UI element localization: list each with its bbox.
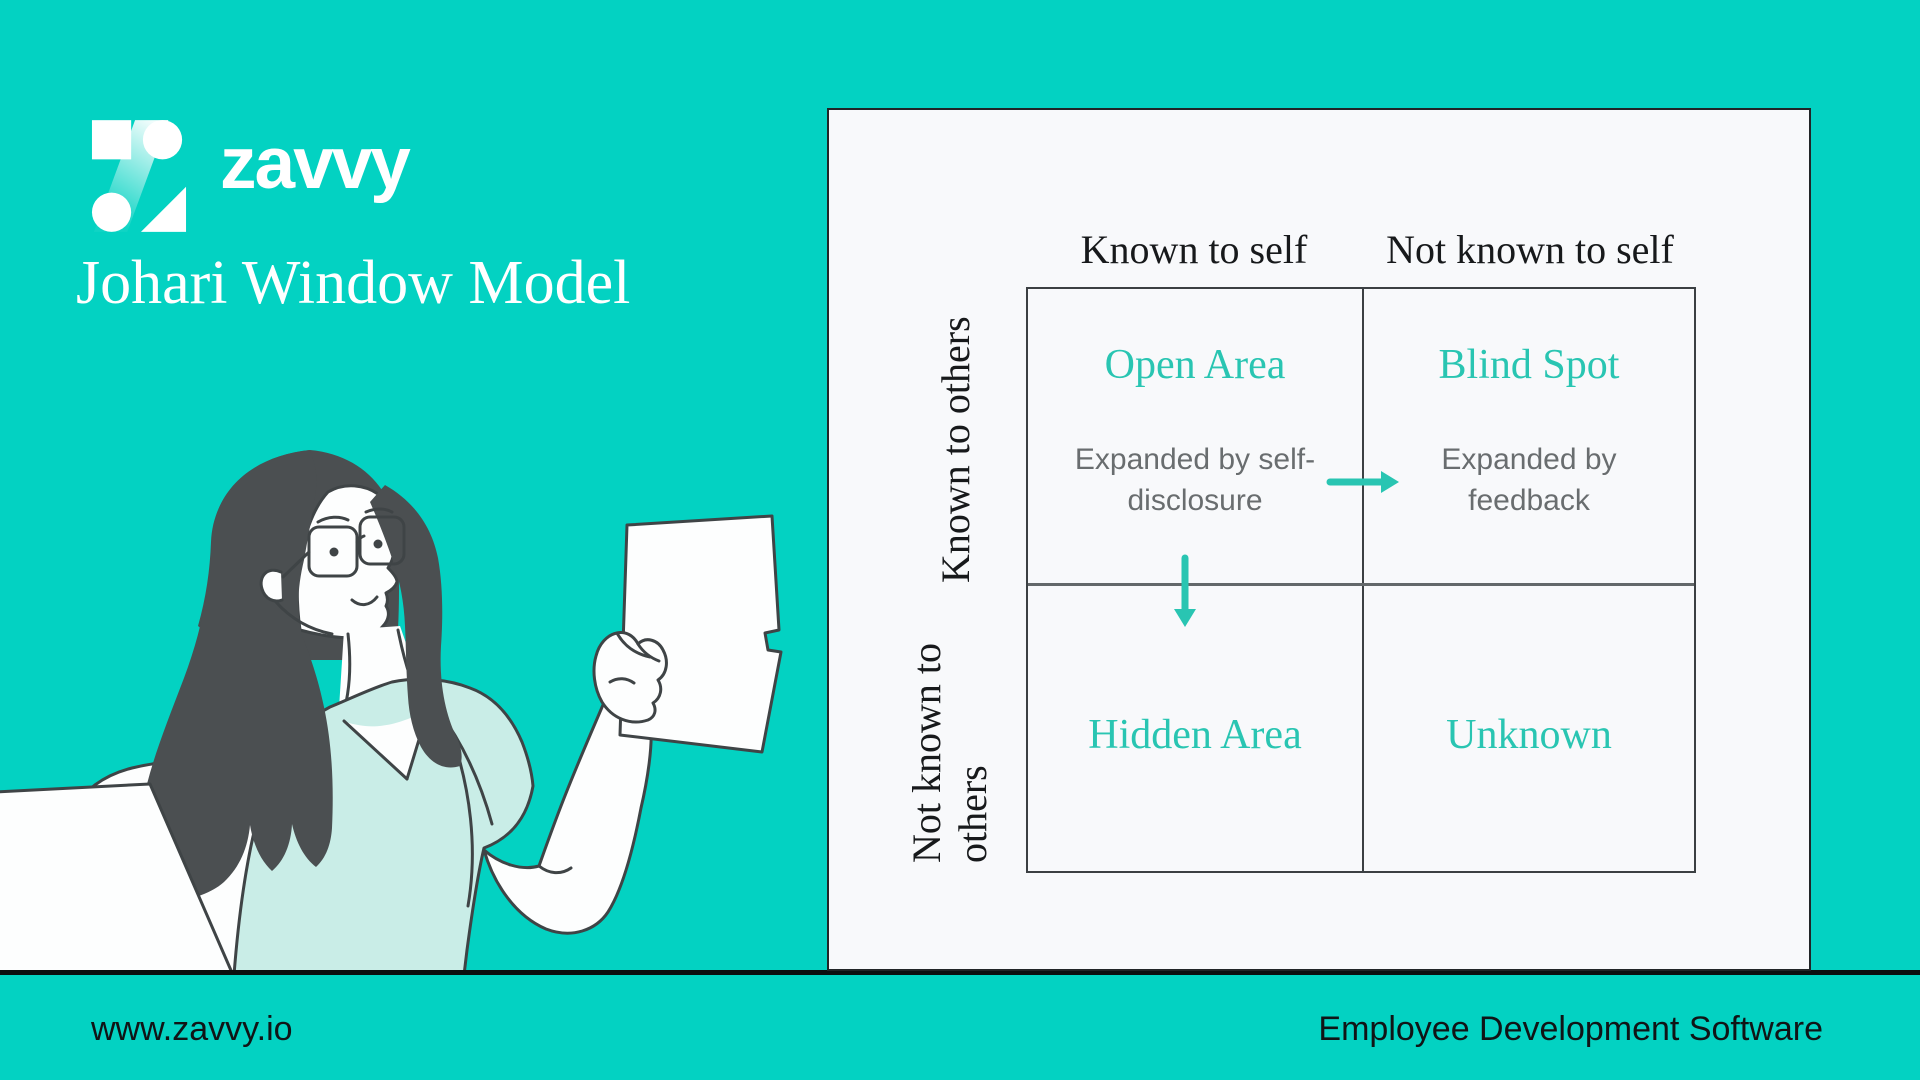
arm xyxy=(482,696,653,935)
finger-line-1 xyxy=(615,631,652,659)
johari-matrix-panel: Known to self Not known to self Known to… xyxy=(827,108,1811,971)
logo-wordmark: zavvy xyxy=(220,123,411,204)
quadrant-note-blind-spot: Expanded by feedback xyxy=(1441,443,1617,518)
ear xyxy=(259,568,284,603)
quadrant-title-hidden-area: Hidden Area xyxy=(1088,712,1302,758)
row-header-known-to-others: Known to others xyxy=(933,316,978,583)
quadrant-title-blind-spot: Blind Spot xyxy=(1438,342,1620,388)
grid-vertical-divider xyxy=(1362,289,1364,871)
down-arrow-icon xyxy=(1174,554,1196,627)
woman-illustration xyxy=(0,450,783,975)
jaw-line xyxy=(274,600,334,636)
desk-line xyxy=(0,970,1920,975)
thumb-line xyxy=(608,677,636,685)
collar-left-line xyxy=(342,719,409,781)
page-title: Johari Window Model xyxy=(76,249,631,317)
smile xyxy=(350,595,379,606)
column-header-not-known-to-self: Not known to self xyxy=(1386,227,1674,272)
left-eyebrow xyxy=(316,515,350,524)
right-eyebrow xyxy=(364,507,394,514)
elbow-crease-line xyxy=(537,864,573,875)
logo-square xyxy=(91,120,132,160)
laptop xyxy=(0,782,235,975)
right-arrow-icon xyxy=(1326,471,1399,493)
logo-circle-top xyxy=(142,120,183,160)
left-eye xyxy=(329,547,339,557)
logo-circle-bottom xyxy=(91,192,132,232)
quadrant-note-open-area: Expanded by self-disclosure xyxy=(1074,443,1316,518)
glasses-temple-arm xyxy=(281,550,311,579)
row-header-not-known-to-others: Not known to others xyxy=(904,643,995,863)
logo-triangle xyxy=(140,186,187,232)
grid-horizontal-divider xyxy=(1028,583,1694,586)
glasses-bridge xyxy=(355,534,366,544)
right-eye xyxy=(373,539,383,549)
quadrant-title-unknown: Unknown xyxy=(1446,712,1612,758)
hair-front xyxy=(105,450,333,904)
finger-line-2 xyxy=(636,642,661,663)
quadrant-title-open-area: Open Area xyxy=(1104,342,1286,388)
website-url: www.zavvy.io xyxy=(91,1010,293,1048)
zavvy-logo-mark-icon xyxy=(91,120,187,232)
johari-grid: Open Area Blind Spot Hidden Area Unknown… xyxy=(1026,287,1696,873)
hair-strand-right xyxy=(370,485,462,768)
chest xyxy=(346,711,426,780)
footer-tagline: Employee Development Software xyxy=(1318,1010,1823,1048)
column-header-known-to-self: Known to self xyxy=(1080,227,1308,272)
